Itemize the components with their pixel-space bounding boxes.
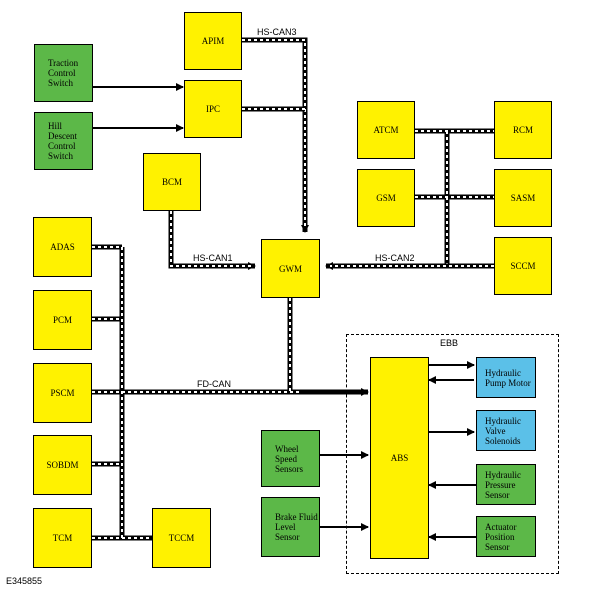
abs-module: ABS	[370, 357, 429, 559]
traction-control-switch: Traction Control Switch	[34, 44, 93, 102]
hs-can3-bus	[242, 37, 309, 233]
sobdm-module: SOBDM	[33, 435, 92, 495]
pcm-module: PCM	[33, 290, 92, 350]
hs-can2-bus	[325, 128, 494, 270]
hydraulic-pump-motor: Hydraulic Pump Motor	[476, 357, 536, 398]
ipc-module: IPC	[184, 80, 242, 138]
hs-can1-label: HS-CAN1	[192, 253, 234, 263]
brake-fluid-level-sensor: Brake Fluid Level Sensor	[261, 497, 320, 557]
ebb-frame	[346, 334, 559, 574]
rcm-module: RCM	[494, 101, 552, 159]
adas-module: ADAS	[33, 217, 92, 277]
actuator-position-sensor: Actuator Position Sensor	[476, 516, 536, 557]
gwm-module: GWM	[261, 239, 320, 298]
bcm-module: BCM	[143, 153, 201, 211]
hydraulic-pressure-sensor: Hydraulic Pressure Sensor	[476, 464, 536, 505]
ebb-label: EBB	[440, 338, 459, 348]
gsm-module: GSM	[357, 169, 415, 227]
atcm-module: ATCM	[357, 101, 415, 159]
hardwired-connections	[93, 83, 476, 541]
fd-can-bus	[92, 244, 369, 541]
pscm-module: PSCM	[33, 363, 92, 423]
sasm-module: SASM	[494, 169, 552, 227]
apim-module: APIM	[184, 12, 242, 70]
hs-can1-bus	[168, 211, 256, 270]
wheel-speed-sensors: Wheel Speed Sensors	[261, 430, 320, 487]
hs-can3-label: HS-CAN3	[256, 27, 298, 37]
tccm-module: TCCM	[152, 508, 211, 568]
hill-descent-control-switch: Hill Descent Control Switch	[34, 112, 93, 170]
figure-id: E345855	[6, 576, 43, 586]
sccm-module: SCCM	[494, 237, 552, 295]
tcm-module: TCM	[33, 508, 92, 568]
hydraulic-valve-solenoids: Hydraulic Valve Solenoids	[476, 410, 536, 451]
hs-can2-label: HS-CAN2	[374, 253, 416, 263]
fd-can-label: FD-CAN	[196, 379, 232, 389]
